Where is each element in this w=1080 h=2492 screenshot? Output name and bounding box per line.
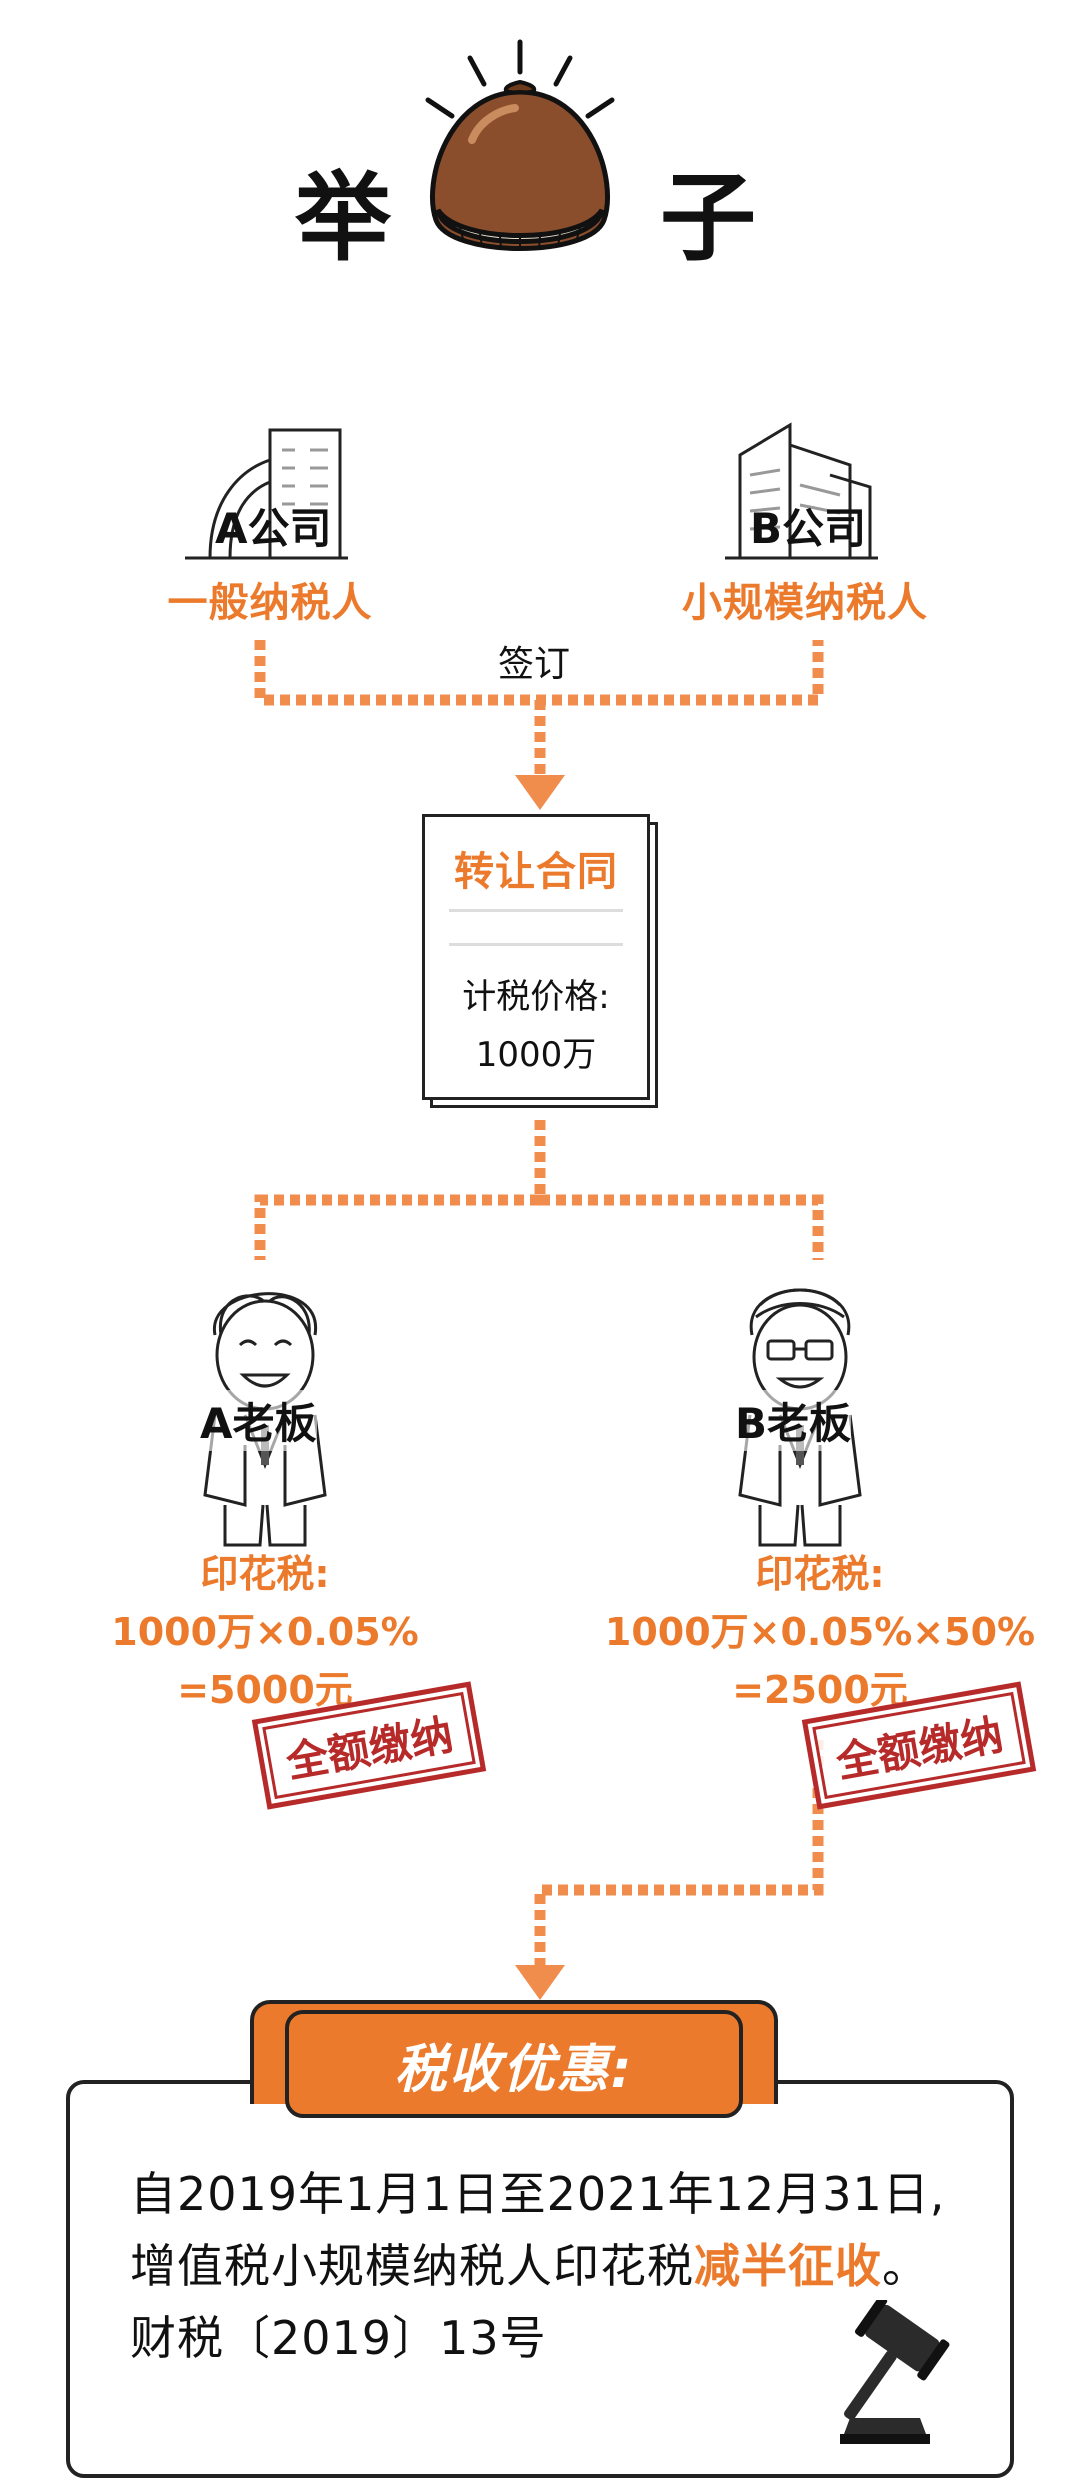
- boss-a-formula: 1000万×0.05%: [111, 1610, 419, 1654]
- contract-divider: [449, 943, 623, 946]
- contract-divider: [449, 909, 623, 912]
- boss-b-result: =2500元: [732, 1668, 908, 1712]
- company-a-name: A公司: [215, 504, 332, 553]
- boss-a-result: =5000元: [177, 1668, 353, 1712]
- policy-tab-title: 税收优惠:: [285, 2010, 743, 2118]
- chestnut-icon: [425, 39, 615, 251]
- boss-b-tax-label: 印花税:: [755, 1552, 885, 1596]
- title-left-char: 举: [295, 162, 391, 274]
- policy-line-2-suffix: 。: [882, 2239, 929, 2293]
- policy-highlight: 减半征收: [694, 2239, 882, 2293]
- company-a-type: 一般纳税人: [167, 580, 373, 626]
- office-building-icon: [185, 428, 348, 560]
- company-b-name: B公司: [750, 504, 867, 553]
- boss-a-name: A老板: [200, 1390, 317, 1451]
- policy-line-2: 增值税小规模纳税人印花税减半征收。: [130, 2230, 929, 2296]
- contract-sheet: 转让合同 计税价格: 1000万: [422, 814, 650, 1100]
- boss-a-tax-label: 印花税:: [200, 1552, 330, 1596]
- sign-label: 签订: [498, 644, 571, 685]
- title-right-char: 子: [660, 162, 756, 274]
- contract-price-label: 计税价格:: [462, 977, 610, 1017]
- boss-b-name: B老板: [735, 1390, 852, 1451]
- boss-b-formula: 1000万×0.05%×50%: [604, 1610, 1036, 1654]
- arrow-down-icon: [515, 1965, 565, 2000]
- company-b-type: 小规模纳税人: [682, 580, 928, 626]
- policy-line-1: 自2019年1月1日至2021年12月31日,: [130, 2167, 946, 2221]
- policy-line-3: 财税〔2019〕13号: [130, 2311, 547, 2365]
- office-building-icon: [725, 422, 878, 560]
- gavel-icon: [840, 2300, 950, 2444]
- policy-line-2-prefix: 增值税小规模纳税人印花税: [130, 2239, 694, 2293]
- contract-price-value: 1000万: [475, 1035, 597, 1075]
- contract-title: 转让合同: [454, 849, 618, 895]
- arrow-down-icon: [515, 775, 565, 810]
